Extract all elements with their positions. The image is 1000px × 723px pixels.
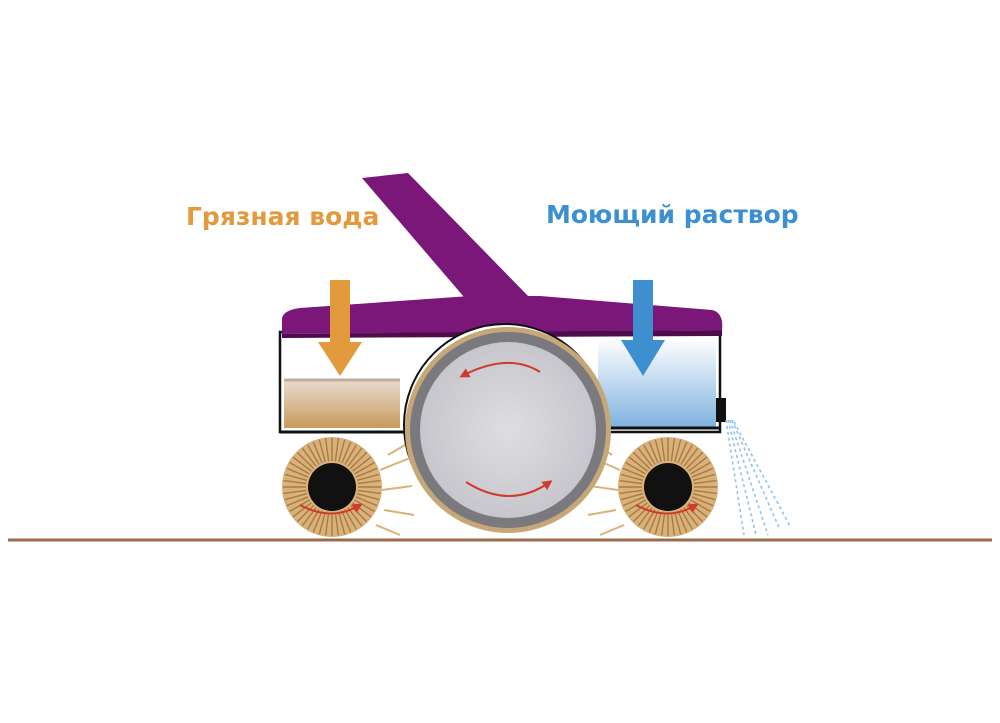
bristle [677,510,688,533]
bristle [693,489,717,495]
bristle [334,512,340,536]
bristle [637,447,653,467]
water-spray [725,419,791,536]
bristle [349,451,368,470]
bristle [286,496,309,507]
bristle [324,438,330,462]
bristle [334,438,340,462]
bristle [312,510,323,533]
bristle [691,467,714,478]
bristle [648,441,659,464]
bristle [648,510,659,533]
left-brush [282,437,382,537]
chassis [280,426,720,434]
bristle [318,511,326,535]
bristle [289,499,310,513]
bristle [312,441,323,464]
bristle [632,451,651,470]
bristle [296,504,315,523]
bristle [670,438,676,462]
right-brush-hub [644,463,692,511]
rotation-arrow-top [459,362,541,378]
bristle [354,461,375,475]
bristle [670,512,676,536]
bristle [674,511,682,535]
bristle [306,509,320,530]
bristle [674,439,682,463]
dirty-water-label: Грязная вода [186,202,380,231]
right-brush [618,437,718,537]
bristle [296,451,315,470]
bristle [660,512,666,536]
bristle [292,502,312,518]
bristle [620,493,644,501]
bristle [692,473,716,481]
bristle [619,479,643,485]
rotation-arrow-bottom [465,480,553,497]
bristle [677,441,688,464]
bristle [284,473,308,481]
bristle [355,496,378,507]
bristle [283,479,307,485]
bristle [625,461,646,475]
bristle [357,479,381,485]
bristle [352,456,372,472]
bristle [301,447,317,467]
bristle [341,441,352,464]
bristle [632,504,651,523]
bristle [680,444,694,465]
bristle [680,509,694,530]
bristle [347,447,363,467]
bristle [356,473,380,481]
bristle [344,444,358,465]
bristle [622,496,645,507]
bristle [344,509,358,530]
bristle [356,493,380,501]
bristle [685,451,704,470]
bristle [690,499,711,513]
cleaning-solution-arrow [621,280,665,376]
bristle [628,502,648,518]
bristle [642,509,656,530]
nozzle [716,398,726,422]
bristle [622,467,645,478]
bristle [284,493,308,501]
bristle [338,511,346,535]
bristle [283,489,307,495]
bristle [338,439,346,463]
bristle [289,461,310,475]
bristle [318,439,326,463]
bristle [306,444,320,465]
bristle [628,456,648,472]
bristle [691,496,714,507]
bristle [292,456,312,472]
handle [362,173,530,304]
bristle [625,499,646,513]
dirty-water-arrow [318,280,362,376]
bristle [692,493,716,501]
bristle [683,447,699,467]
bristle [688,456,708,472]
bristle [619,489,643,495]
left-brush-hub [308,463,356,511]
bristle [654,511,662,535]
cleaning-solution-label: Моющий раствор [546,200,799,229]
bristle [355,467,378,478]
machine-lid [282,296,723,334]
bristle [690,461,711,475]
bristle [693,479,717,485]
bristle [286,467,309,478]
bristle [654,439,662,463]
dirty-water-tank [284,380,400,428]
bristle [642,444,656,465]
bristle [341,510,352,533]
bristle [620,473,644,481]
main-drum [420,342,596,518]
bristle [660,438,666,462]
debris-strokes [375,444,625,536]
bristle [324,512,330,536]
bristle [354,499,375,513]
bristle [357,489,381,495]
